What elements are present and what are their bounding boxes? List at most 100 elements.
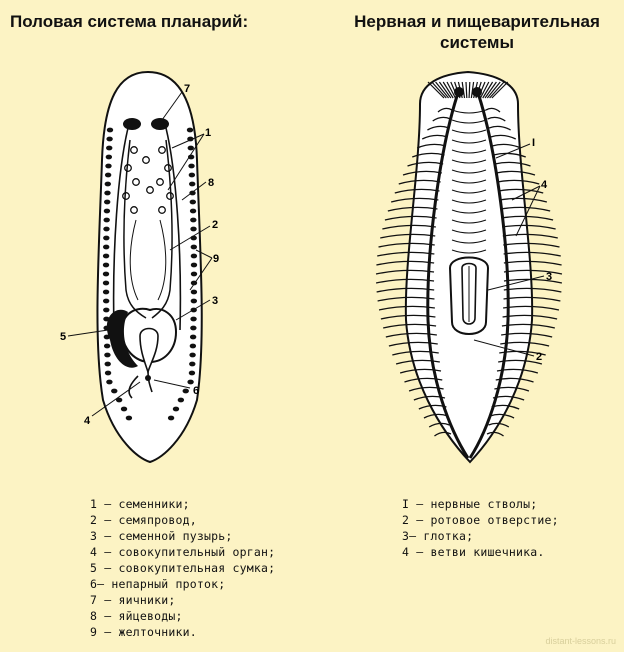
vitellarium-bead bbox=[103, 208, 111, 214]
vitellarium-bead bbox=[104, 181, 111, 187]
label-4: 4 bbox=[84, 415, 91, 427]
intestine-branch bbox=[451, 219, 487, 224]
testis bbox=[158, 206, 166, 214]
head-comb-line bbox=[442, 81, 454, 99]
vitellarium-bead bbox=[102, 253, 110, 259]
testis bbox=[158, 146, 166, 154]
ovary-right bbox=[151, 118, 169, 130]
vitellarium-bead bbox=[187, 379, 194, 385]
intestine-branch bbox=[451, 129, 487, 134]
vitellarium-bead bbox=[102, 289, 110, 295]
label-6: 6 bbox=[193, 385, 199, 397]
intestine-branch bbox=[498, 188, 544, 194]
vitellarium-bead bbox=[120, 406, 128, 412]
vitellarium-bead bbox=[104, 361, 111, 367]
vitellarium-bead bbox=[106, 145, 113, 151]
pharynx-inner bbox=[461, 262, 477, 325]
vitellarium-bead bbox=[177, 397, 185, 403]
intestine-branch bbox=[502, 233, 558, 239]
vitellarium-bead bbox=[104, 172, 112, 178]
intestine-branch bbox=[408, 386, 444, 392]
vitellarium-bead bbox=[190, 253, 198, 259]
intestine-branch bbox=[432, 116, 451, 122]
head-comb-line bbox=[491, 81, 509, 99]
intestine-branch bbox=[451, 169, 487, 174]
intestine-branch bbox=[392, 350, 439, 356]
intestine-branch bbox=[503, 260, 562, 266]
legend-item: 3 — семенной пузырь; bbox=[90, 529, 233, 543]
vitellarium-bead bbox=[102, 271, 110, 277]
head-comb-line bbox=[465, 81, 468, 99]
legend-item: 4 — совокупительный орган; bbox=[90, 545, 276, 559]
vitellarium-bead bbox=[190, 316, 197, 322]
head-comb-line bbox=[431, 81, 447, 99]
intestine-branch bbox=[399, 368, 442, 374]
legend-item: 8 — яйцеводы; bbox=[90, 609, 183, 623]
vitellarium-bead bbox=[188, 163, 195, 169]
vitellarium-bead bbox=[104, 370, 112, 376]
label-9: 9 bbox=[213, 253, 219, 265]
vitellarium-bead bbox=[103, 343, 111, 349]
vitellarium-bead bbox=[189, 208, 197, 214]
label-7: 7 bbox=[184, 83, 190, 95]
intestine-branch bbox=[380, 314, 436, 320]
intestine-branch bbox=[451, 229, 487, 234]
reproductive-system-figure: 7 1 8 2 9 3 5 6 4 bbox=[60, 70, 219, 464]
cerebral-ganglion-left bbox=[454, 87, 464, 97]
vitellarium-bead bbox=[190, 271, 198, 277]
nerve-cord-right bbox=[468, 95, 510, 459]
intestine-branch bbox=[503, 269, 563, 275]
legend-item: 2 — ротовое отверстие; bbox=[402, 513, 559, 527]
intestine-branch bbox=[451, 149, 487, 154]
testis bbox=[130, 206, 138, 214]
vitellarium-bead bbox=[103, 235, 110, 241]
intestine-branch bbox=[404, 377, 443, 383]
legend-item: 5 — совокупительная сумка; bbox=[90, 561, 276, 575]
testis bbox=[122, 192, 130, 200]
intestine-branch bbox=[385, 332, 437, 338]
vitellarium-bead bbox=[189, 181, 196, 187]
label-5: 5 bbox=[60, 331, 66, 343]
vitellarium-bead bbox=[104, 190, 111, 196]
vitellarium-bead bbox=[106, 127, 114, 133]
vitellarium-bead bbox=[189, 190, 196, 196]
intestine-branch bbox=[488, 125, 511, 131]
left-leader-lines bbox=[67, 91, 213, 417]
legend-item: 9 — желточники. bbox=[90, 625, 197, 639]
vitellarium-bead bbox=[106, 379, 113, 385]
intestine-branch bbox=[502, 224, 556, 230]
intestine-branch bbox=[493, 152, 526, 158]
copulatory-organ bbox=[139, 327, 159, 375]
head-comb-line bbox=[486, 81, 501, 99]
vitellarium-bead bbox=[190, 244, 198, 250]
intestine-branch bbox=[501, 215, 554, 221]
oviduct-left bbox=[112, 127, 129, 331]
vitellarium-bead bbox=[189, 343, 197, 349]
intestine-branch bbox=[500, 206, 551, 212]
seminal-vesicle bbox=[120, 307, 178, 364]
testis bbox=[132, 178, 140, 186]
intestine-branch bbox=[437, 107, 453, 113]
head-comb-line bbox=[484, 81, 497, 99]
intestine-branch bbox=[498, 359, 543, 365]
testis bbox=[146, 186, 154, 194]
testis bbox=[130, 146, 138, 154]
vitellarium-bead bbox=[189, 199, 197, 205]
intestine-branch bbox=[485, 107, 501, 113]
legend-left: 1 — семенники;2 — семяпровод,3 — семенно… bbox=[90, 496, 275, 640]
intestine-branch bbox=[451, 199, 487, 204]
intestine-branch bbox=[499, 197, 548, 203]
right-leader-lines bbox=[473, 143, 545, 357]
intestine-branch bbox=[451, 139, 487, 144]
vas-deferens-left-inner bbox=[129, 219, 139, 301]
head-comb-line bbox=[446, 81, 456, 99]
intestine-branch bbox=[451, 119, 487, 124]
intestine-branch bbox=[495, 377, 534, 383]
intestine-branch bbox=[428, 422, 450, 428]
vitellarium-bead bbox=[182, 388, 189, 394]
vitellarium-bead bbox=[190, 325, 197, 331]
label-r2: 2 bbox=[536, 351, 542, 363]
vitellaria-right bbox=[167, 127, 198, 421]
genital-pore bbox=[145, 375, 151, 381]
intestine-branch bbox=[489, 413, 515, 419]
